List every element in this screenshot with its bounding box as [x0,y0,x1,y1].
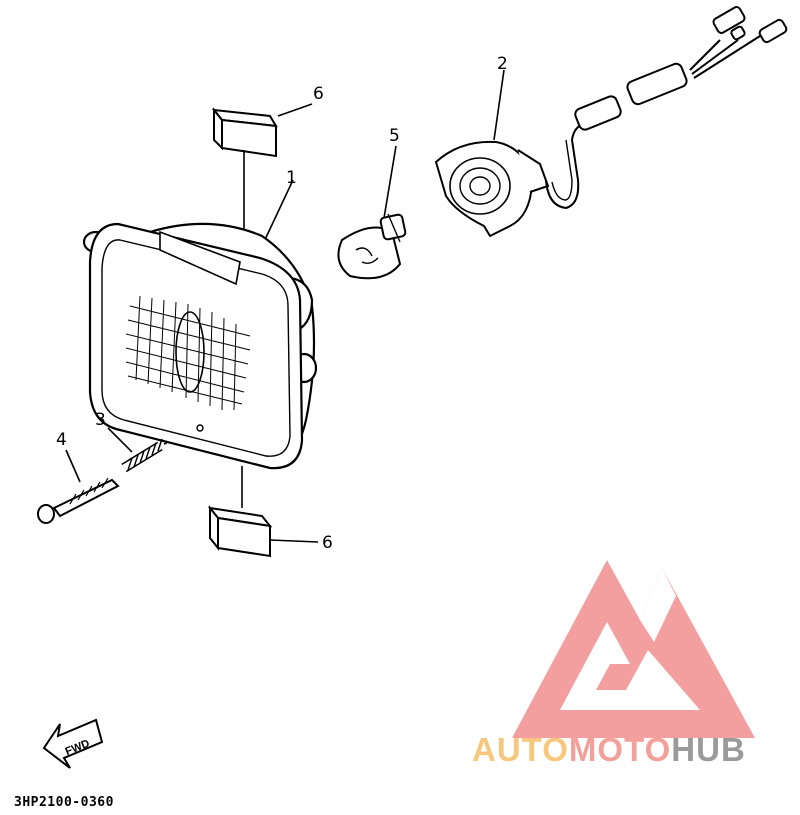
part-6-top-pad [211,107,278,158]
callout-1: 1 [286,168,297,188]
watermark-brand-text: AUTOMOTOHUB [472,733,746,766]
part-4-screw [37,477,120,524]
part-2-socket-harness [434,6,788,238]
part-6-bottom-pad [207,505,273,558]
callout-4: 4 [56,430,67,450]
automotohub-logo-icon [512,560,755,738]
callout-6-top: 6 [313,84,324,104]
part-3-spring [121,438,163,473]
callout-5: 5 [389,126,400,146]
callout-3: 3 [95,410,106,430]
brand-part-2: MOTO [568,731,672,768]
brand-part-1: AUTO [472,731,569,768]
callout-6-bottom: 6 [322,533,333,553]
part-code: 3HP2100-0360 [14,795,114,810]
callout-2: 2 [497,54,508,74]
part-1-headlight-unit [82,222,318,470]
brand-part-3: HUB [671,731,746,768]
lens-pattern [125,295,251,411]
fwd-arrow-icon [42,718,104,769]
part-5-bulb [337,213,407,280]
